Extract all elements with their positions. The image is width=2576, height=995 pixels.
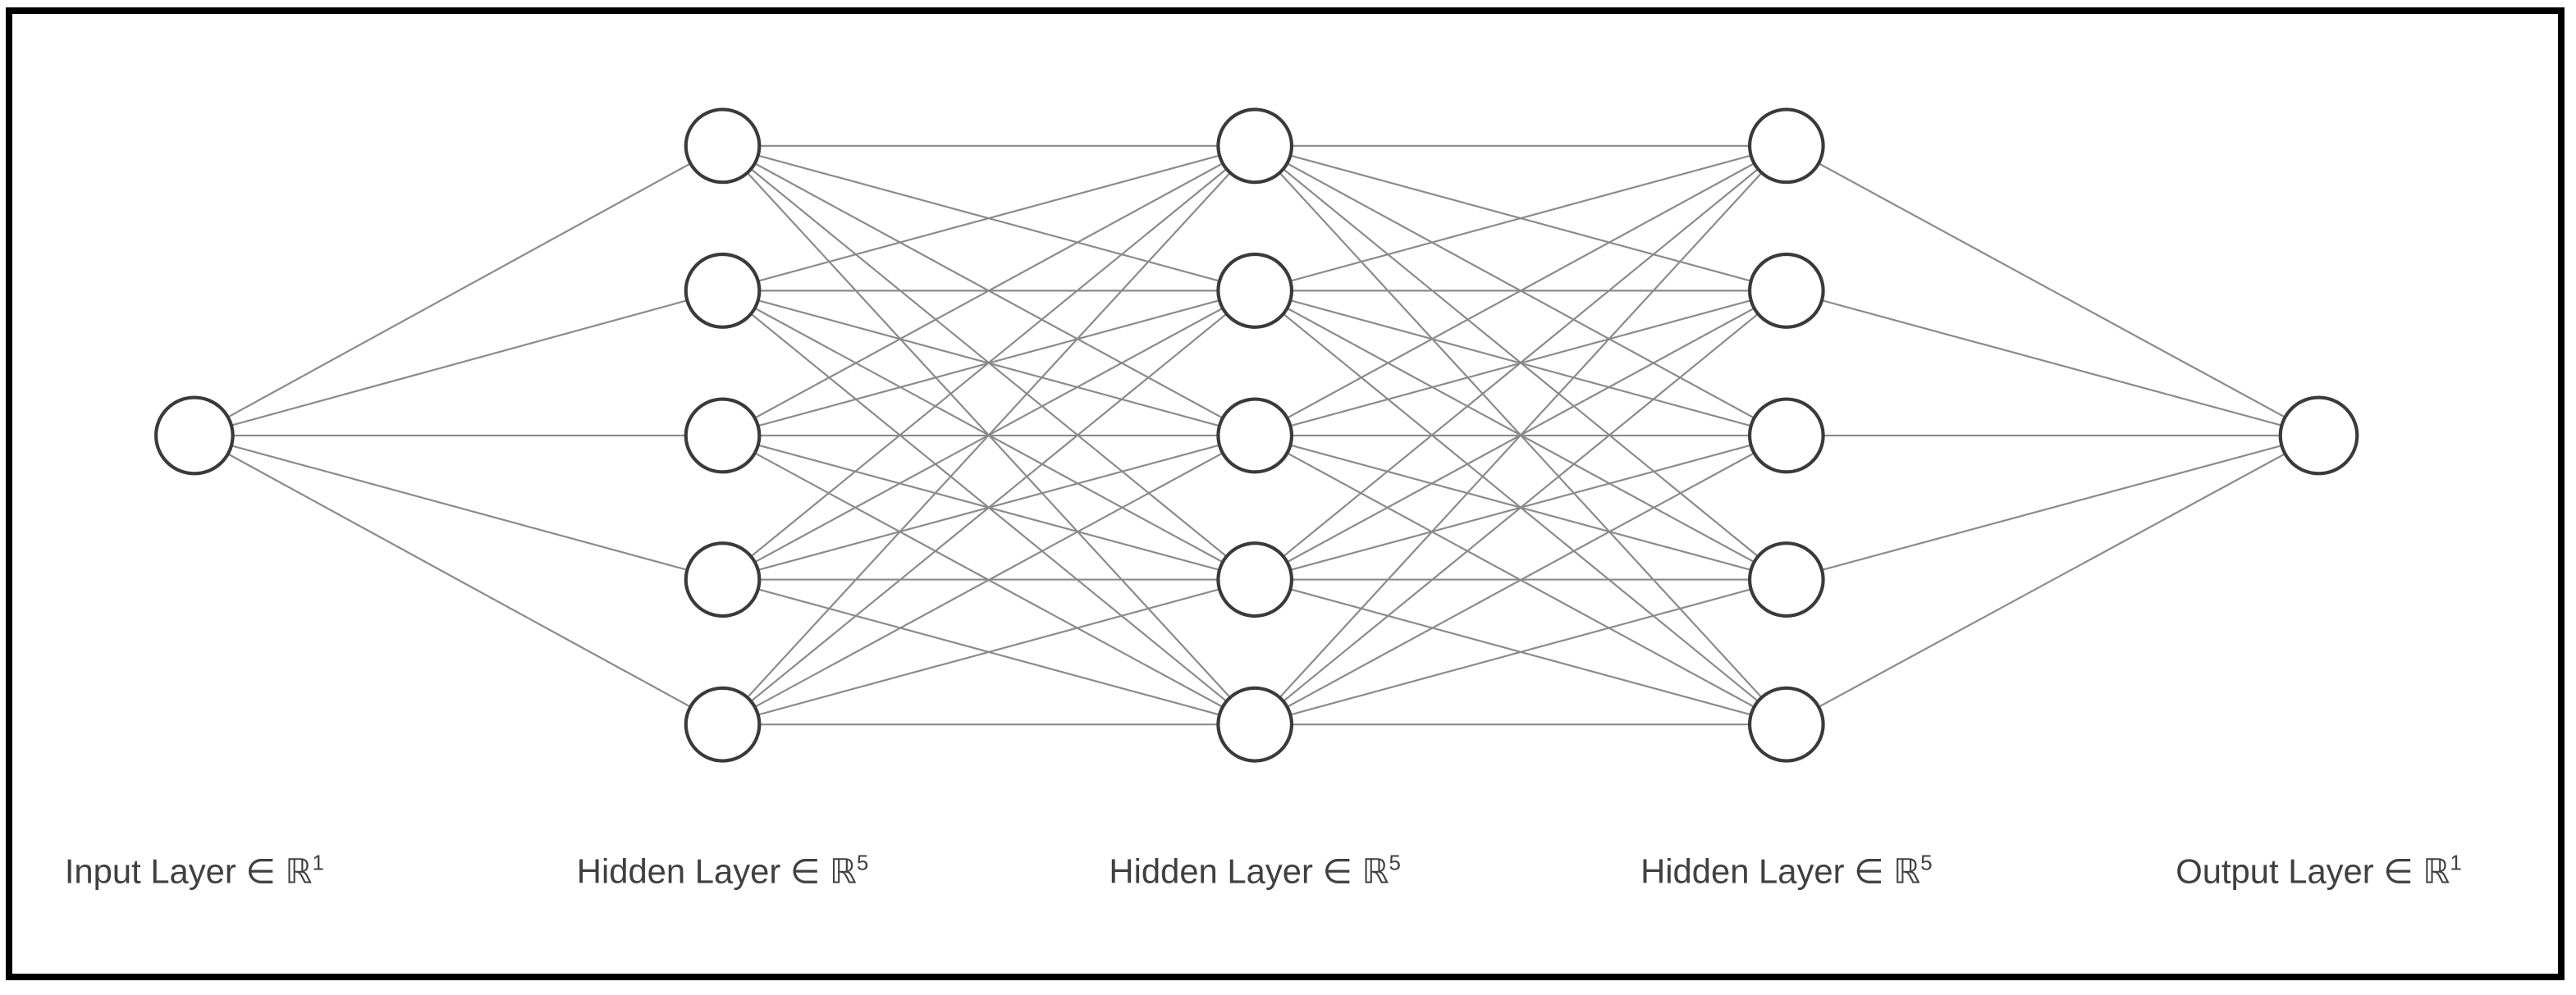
connection-edge (1254, 435, 1787, 726)
neuron-node-hidden-layer-1-5[interactable] (684, 686, 762, 763)
neuron-node-hidden-layer-2-1[interactable] (1216, 107, 1294, 185)
neuron-node-hidden-layer-1-3[interactable] (684, 397, 762, 474)
edges-group (194, 144, 2320, 726)
connection-edge (1254, 144, 1787, 436)
connection-edge (194, 435, 724, 726)
neuron-node-hidden-layer-2-2[interactable] (1216, 252, 1294, 329)
connection-edge (1254, 144, 1787, 581)
neuron-node-hidden-layer-2-3[interactable] (1216, 397, 1294, 474)
connection-edge (1254, 290, 1787, 725)
neuron-node-hidden-layer-3-5[interactable] (1747, 686, 1825, 763)
neuron-node-input-layer-1[interactable] (154, 395, 235, 476)
layer-caption-name: Hidden Layer ∈ ℝ (577, 852, 857, 891)
connection-edge (1254, 144, 1787, 292)
neuron-node-hidden-layer-3-2[interactable] (1747, 252, 1825, 329)
connection-edge (721, 290, 1256, 725)
layer-caption-dimension: 5 (1920, 852, 1932, 875)
connection-edge (194, 434, 723, 581)
connection-edge (194, 290, 723, 437)
layer-caption-dimension: 5 (1389, 852, 1401, 875)
layer-caption-name: Input Layer ∈ ℝ (65, 852, 313, 891)
connection-edge (1786, 144, 2320, 436)
layer-caption-name: Hidden Layer ∈ ℝ (1109, 852, 1389, 891)
neuron-node-hidden-layer-3-4[interactable] (1747, 541, 1825, 618)
neuron-node-hidden-layer-2-5[interactable] (1216, 686, 1294, 763)
neuron-node-hidden-layer-1-1[interactable] (684, 107, 762, 185)
connection-edge (1254, 145, 1787, 725)
neuron-node-hidden-layer-1-2[interactable] (684, 252, 762, 329)
layer-caption-name: Hidden Layer ∈ ℝ (1640, 852, 1920, 891)
neuron-node-output-layer-1[interactable] (2278, 395, 2359, 476)
connection-edge (1786, 434, 2319, 581)
layer-caption-output-layer: Output Layer ∈ ℝ1 (2176, 852, 2462, 891)
connection-edge (722, 578, 1256, 726)
layer-caption-dimension: 1 (2450, 852, 2461, 875)
connection-edge (1786, 435, 2320, 726)
layer-caption-name: Output Layer ∈ ℝ (2176, 852, 2450, 891)
neuron-node-hidden-layer-3-3[interactable] (1747, 397, 1825, 474)
neuron-node-hidden-layer-1-4[interactable] (684, 541, 762, 618)
connection-edge (194, 144, 724, 436)
nodes-group (154, 107, 2359, 763)
connection-edge (1254, 578, 1787, 726)
connection-edge (722, 144, 1256, 292)
neuron-node-hidden-layer-3-1[interactable] (1747, 107, 1825, 185)
layer-caption-dimension: 1 (312, 852, 323, 875)
layer-caption-hidden-layer-2: Hidden Layer ∈ ℝ5 (1109, 852, 1401, 891)
connection-edge (1786, 290, 2319, 437)
layer-caption-dimension: 5 (857, 852, 868, 875)
layer-caption-input-layer: Input Layer ∈ ℝ1 (65, 852, 324, 891)
connection-edge (722, 144, 1256, 436)
layer-caption-hidden-layer-1: Hidden Layer ∈ ℝ5 (577, 852, 869, 891)
layer-caption-hidden-layer-3: Hidden Layer ∈ ℝ5 (1640, 852, 1933, 891)
connection-edge (721, 144, 1256, 581)
connection-edge (721, 145, 1256, 725)
connection-edge (722, 435, 1256, 726)
neuron-node-hidden-layer-2-4[interactable] (1216, 541, 1294, 618)
